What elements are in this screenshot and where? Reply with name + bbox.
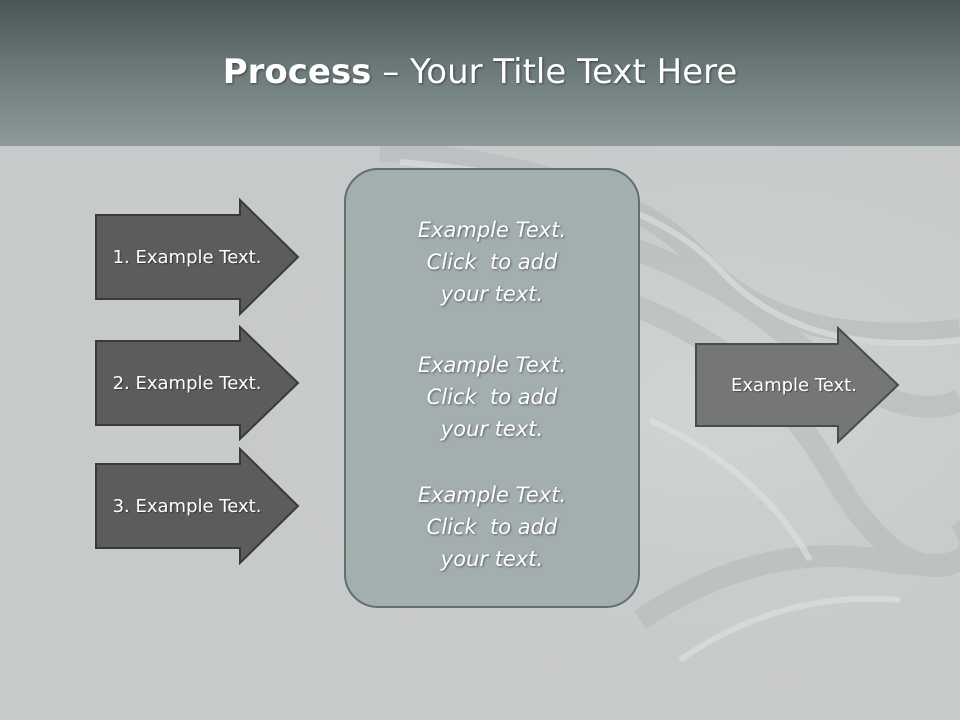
center-text-line: your text. xyxy=(440,282,544,306)
center-text-line: Click to add xyxy=(426,385,558,409)
arrow-label: Example Text. xyxy=(731,374,857,396)
arrow-right-icon xyxy=(695,326,900,444)
center-text-line: your text. xyxy=(440,547,544,571)
arrow-right-icon xyxy=(95,325,300,441)
center-text-block-3[interactable]: Example Text. Click to add your text. xyxy=(346,479,638,575)
process-arrow-1[interactable]: 1. Example Text. xyxy=(94,198,300,316)
result-arrow[interactable]: Example Text. xyxy=(694,326,900,444)
center-text-block-1[interactable]: Example Text. Click to add your text. xyxy=(346,214,638,310)
center-text-line: Example Text. xyxy=(417,483,567,507)
title-bar: Process – Your Title Text Here xyxy=(0,0,960,146)
title-rest: – Your Title Text Here xyxy=(371,52,738,92)
arrow-right-icon xyxy=(95,447,300,565)
slide-title[interactable]: Process – Your Title Text Here xyxy=(0,52,960,92)
center-text-line: Example Text. xyxy=(417,218,567,242)
arrow-label: 3. Example Text. xyxy=(112,495,262,517)
process-arrow-3[interactable]: 3. Example Text. xyxy=(94,447,300,565)
arrow-label: 2. Example Text. xyxy=(112,372,262,394)
process-arrow-2[interactable]: 2. Example Text. xyxy=(94,325,300,441)
title-bold: Process xyxy=(222,52,372,92)
arrow-right-icon xyxy=(95,198,300,316)
arrow-label: 1. Example Text. xyxy=(112,246,262,268)
center-text-block-2[interactable]: Example Text. Click to add your text. xyxy=(346,349,638,445)
center-text-line: Example Text. xyxy=(417,353,567,377)
center-text-line: Click to add xyxy=(426,515,558,539)
center-content-box[interactable]: Example Text. Click to add your text. Ex… xyxy=(344,168,640,608)
center-text-line: Click to add xyxy=(426,250,558,274)
center-text-line: your text. xyxy=(440,417,544,441)
